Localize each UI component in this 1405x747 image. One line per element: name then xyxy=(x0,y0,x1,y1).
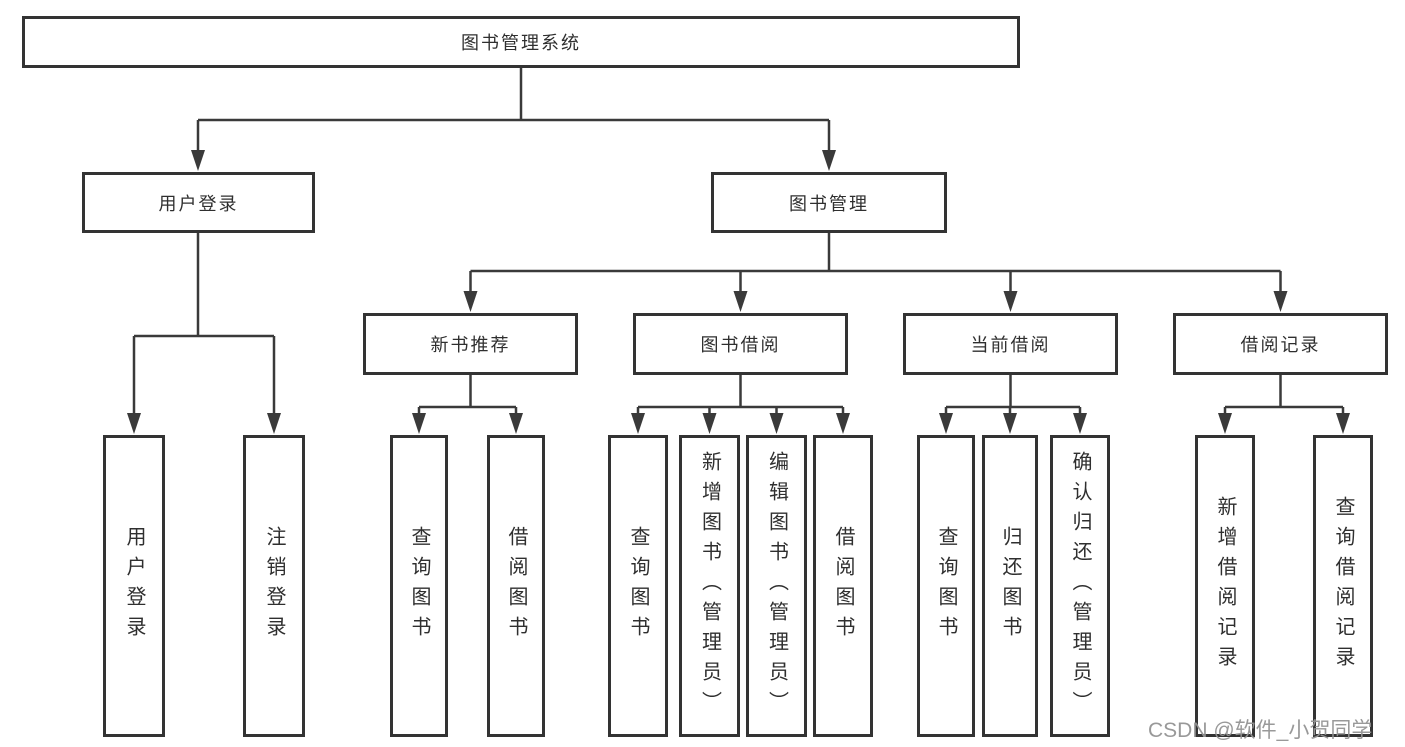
leaf-logout-label: 注销登录 xyxy=(263,526,285,646)
leaf-logout: 注销登录 xyxy=(243,435,305,737)
node-user-login: 用户登录 xyxy=(82,172,315,233)
node-book-management-label: 图书管理 xyxy=(789,193,869,214)
node-new-book-recommend: 新书推荐 xyxy=(363,313,578,375)
leaf-confirm-return-admin-label: 确认归还（管理员） xyxy=(1069,451,1091,721)
node-current-borrowing-label: 当前借阅 xyxy=(970,335,1051,355)
csdn-watermark: CSDN @软件_小贺同学 xyxy=(1148,719,1373,742)
leaf-recommend-query-books-label: 查询图书 xyxy=(408,526,430,646)
node-root-label: 图书管理系统 xyxy=(461,33,581,53)
leaf-borrowing-borrow-books: 借阅图书 xyxy=(813,435,873,737)
leaf-current-query-books-label: 查询图书 xyxy=(935,526,957,646)
node-book-borrowing-label: 图书借阅 xyxy=(700,335,781,355)
leaf-borrowing-query-books: 查询图书 xyxy=(608,435,668,737)
node-root-system: 图书管理系统 xyxy=(22,16,1020,68)
leaf-edit-books-admin-label: 编辑图书（管理员） xyxy=(765,451,788,721)
leaf-add-borrow-record-label: 新增借阅记录 xyxy=(1214,496,1236,676)
leaf-confirm-return-admin: 确认归还（管理员） xyxy=(1050,435,1110,737)
leaf-borrowing-query-books-label: 查询图书 xyxy=(627,526,649,646)
node-user-login-label: 用户登录 xyxy=(158,193,239,214)
node-book-management: 图书管理 xyxy=(711,172,947,233)
leaf-user-login-label: 用户登录 xyxy=(123,526,145,646)
leaf-query-borrow-record: 查询借阅记录 xyxy=(1313,435,1373,737)
leaf-current-query-books: 查询图书 xyxy=(917,435,975,737)
node-borrowing-records-label: 借阅记录 xyxy=(1240,335,1321,355)
node-borrowing-records: 借阅记录 xyxy=(1173,313,1388,375)
leaf-borrowing-borrow-books-label: 借阅图书 xyxy=(832,526,854,646)
leaf-user-login: 用户登录 xyxy=(103,435,165,737)
leaf-recommend-borrow-books: 借阅图书 xyxy=(487,435,545,737)
leaf-recommend-query-books: 查询图书 xyxy=(390,435,448,737)
leaf-recommend-borrow-books-label: 借阅图书 xyxy=(505,526,527,646)
leaf-query-borrow-record-label: 查询借阅记录 xyxy=(1332,496,1354,676)
node-book-borrowing: 图书借阅 xyxy=(633,313,848,375)
leaf-add-borrow-record: 新增借阅记录 xyxy=(1195,435,1255,737)
node-new-book-recommend-label: 新书推荐 xyxy=(430,335,511,355)
leaf-return-books-label: 归还图书 xyxy=(999,526,1021,646)
node-current-borrowing: 当前借阅 xyxy=(903,313,1118,375)
leaf-edit-books-admin: 编辑图书（管理员） xyxy=(746,435,807,737)
leaf-add-books-admin-label: 新增图书（管理员） xyxy=(698,451,721,721)
leaf-return-books: 归还图书 xyxy=(982,435,1038,737)
leaf-add-books-admin: 新增图书（管理员） xyxy=(679,435,740,737)
